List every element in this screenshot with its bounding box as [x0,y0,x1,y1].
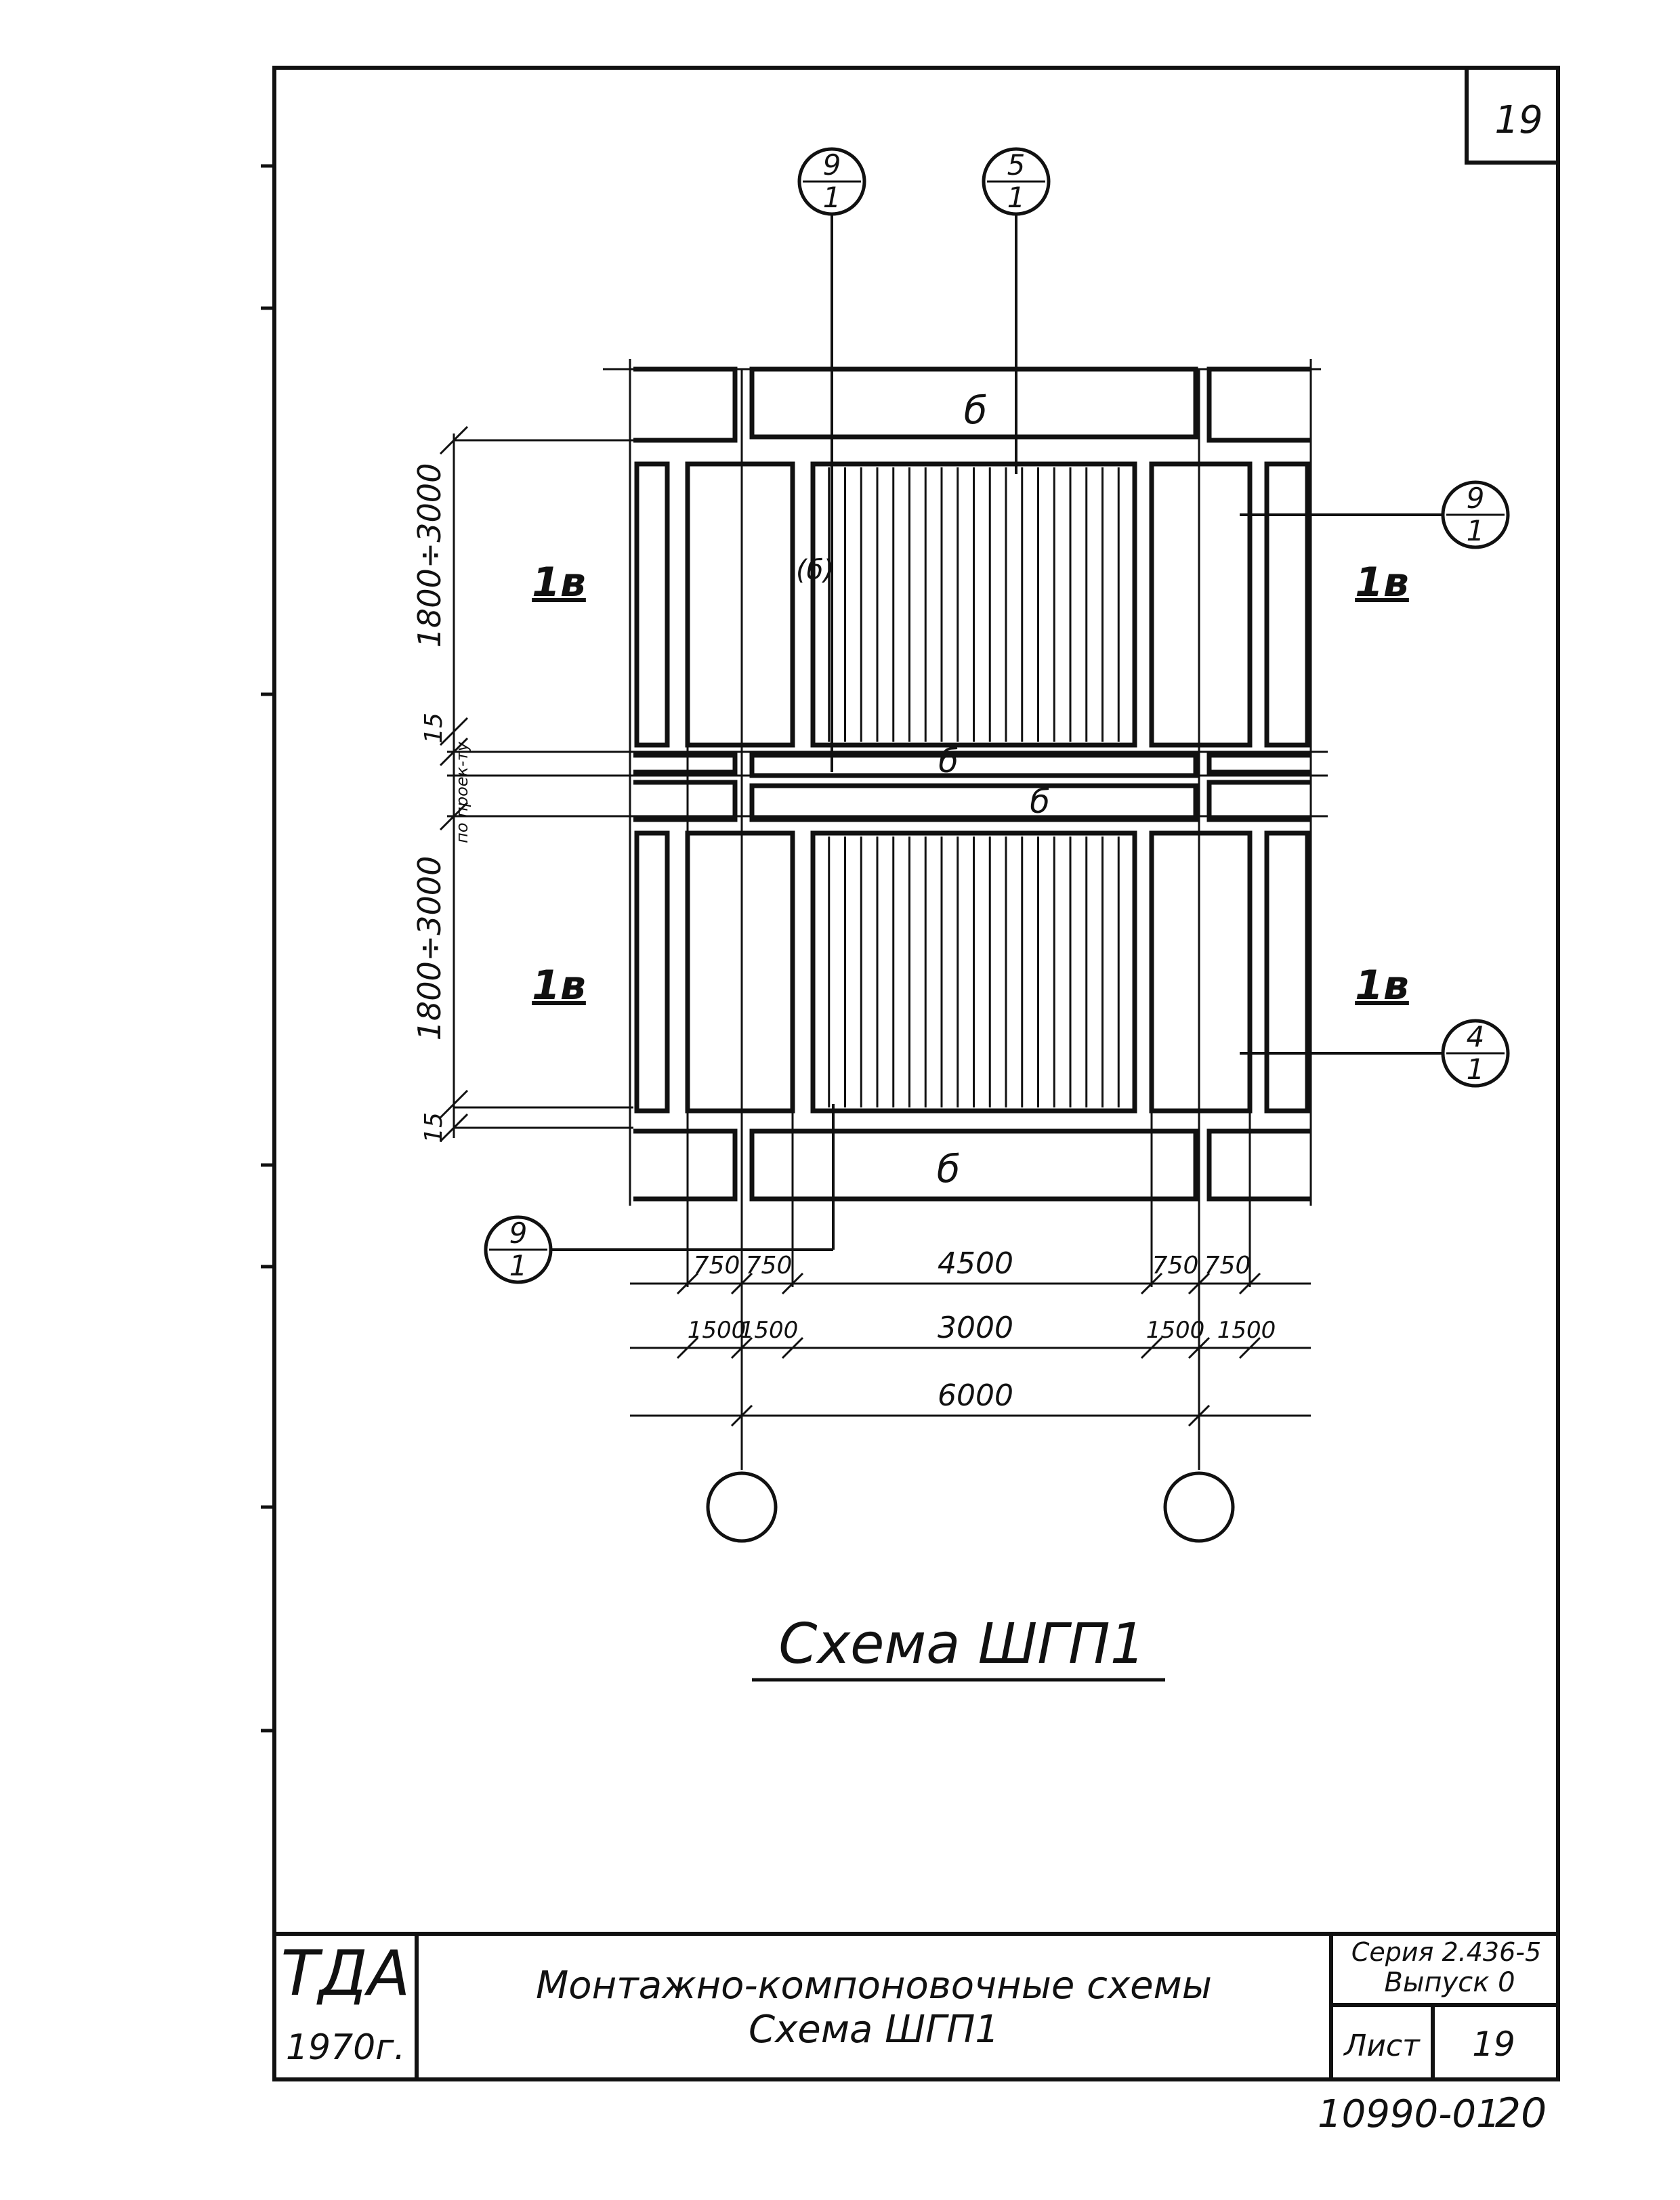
dim-r2-a: 1500 [688,1317,747,1344]
dim-r2-b: 1500 [740,1317,799,1344]
plan-scheme [439,147,1510,1682]
panel-upper-ribbed [810,461,1137,748]
dim-r2-e: 1500 [1217,1317,1276,1344]
tb-org: ТДА [280,1937,410,2010]
label-beam-mid-a: б [938,742,959,780]
dim-r1-b: 750 [746,1252,793,1279]
panel-upper-3 [1149,461,1253,748]
label-beam-bottom: б [937,1147,961,1191]
grid-lines [686,369,1251,1470]
beam-mid-center-b [749,783,1198,822]
panel-upper-1 [685,461,795,748]
panel-ribs-upper [828,467,1120,742]
beam-mid-left-a [633,753,738,775]
panel-lower-1 [685,830,795,1114]
tb-sheet-no: 19 [1472,2025,1515,2064]
callout-bottom-left [484,1215,553,1284]
column-lower-left [634,830,670,1114]
label-beam-top: б [964,389,988,433]
dim-r1-d: 750 [1152,1252,1199,1279]
callout-right-lower-num: 4 [1467,1020,1485,1053]
vertical-dimensions [439,425,469,1143]
beam-top-left [633,366,738,443]
callout-top-left [797,147,866,216]
panel-ribs-lower [828,837,1120,1107]
tb-title-line2: Схема ШГП1 [749,2008,999,2052]
beam-mid-left-b [633,780,738,822]
tb-sheet-label: Лист [1343,2029,1421,2063]
beam-bottom-right [1206,1128,1311,1202]
corner-number: 19 [1494,98,1542,142]
column-upper-right [1264,461,1310,748]
tb-title-line1: Монтажно-компоновочные схемы [536,1964,1212,2008]
callout-leaders [552,213,1443,1251]
callout-top-right-den: 1 [1007,181,1026,214]
dim-by-project: по проек-ту [453,741,471,843]
tb-series: Серия 2.436-5 [1351,1937,1541,1967]
label-stripe-mark: (б) [796,555,834,586]
panel-lower-3 [1149,830,1253,1114]
label-1v-lower-right: 1в [1355,962,1409,1009]
sheet-frame [272,66,1560,2081]
bottom-code: 10990-01 [1318,2092,1500,2136]
beam-mid-center-a [749,753,1198,778]
dim-r2-d: 1500 [1146,1317,1205,1344]
dim-gap-upper: 15 [420,713,448,744]
dim-span-upper: 1800÷3000 [411,463,448,648]
label-1v-lower-left: 1в [532,962,586,1009]
axis-bubble-left [706,1471,778,1543]
dim-r1-a: 750 [694,1252,740,1279]
callout-right-lower [1441,1019,1510,1088]
panel-lower-ribbed [810,830,1137,1114]
label-beam-mid-b: б [1030,783,1050,821]
dim-r1-c: 4500 [938,1246,1013,1281]
label-1v-upper-left: 1в [532,559,586,606]
dim-r1-e: 750 [1204,1252,1251,1279]
column-upper-left [634,461,670,748]
dim-r2-c: 3000 [938,1311,1013,1345]
callout-top-left-den: 1 [823,181,841,214]
beam-top-right [1206,366,1311,443]
callout-bottom-left-num: 9 [509,1217,528,1250]
tb-issue: Выпуск 0 [1384,1967,1515,1998]
callout-bottom-left-den: 1 [509,1249,528,1282]
bottom-page: 20 [1495,2090,1547,2137]
column-lower-right [1264,830,1310,1114]
corner-number-box [1465,66,1560,165]
callout-top-left-num: 9 [823,148,841,182]
callout-top-right-num: 5 [1007,148,1026,182]
beam-bottom-left [633,1128,738,1202]
callout-top-right [982,147,1051,216]
callout-right-upper [1441,480,1510,549]
dim-r3: 6000 [938,1378,1013,1413]
callout-right-lower-den: 1 [1467,1053,1485,1086]
dim-span-lower: 1800÷3000 [411,856,448,1041]
title-block [274,1932,1558,2079]
binding-ticks [261,164,274,1733]
axis-bubble-right [1163,1471,1235,1543]
callout-right-upper-num: 9 [1467,482,1485,515]
beam-mid-right-b [1206,780,1311,822]
horizontal-dimensions [630,1272,1311,1470]
beam-top-center [749,366,1198,440]
drawing-title: Схема ШГП1 [778,1612,1146,1676]
callout-right-upper-den: 1 [1467,514,1485,547]
beam-bottom-center [749,1128,1198,1202]
beam-mid-right-a [1206,753,1311,775]
tb-year: 1970г. [286,2027,405,2068]
label-1v-upper-right: 1в [1355,559,1409,606]
dim-gap-lower: 15 [420,1112,448,1143]
